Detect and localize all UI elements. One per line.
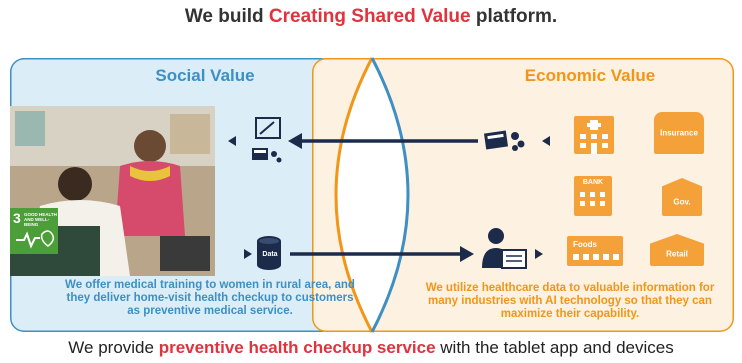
bank-building-icon: BANK	[574, 176, 612, 216]
social-value-description: We offer medical training to women in ru…	[65, 279, 355, 317]
pointer-left-top	[228, 136, 236, 146]
pointer-right-bottom	[244, 249, 252, 259]
tablet-training-icon	[252, 117, 282, 163]
economic-value-description: We utilize healthcare data to valuable i…	[425, 282, 715, 320]
bottom-statement: We provide preventive health checkup ser…	[68, 338, 674, 357]
money-payment-icon	[483, 130, 525, 151]
data-icon-label: Data	[262, 251, 278, 258]
health-checkup-photo: 3 GOOD HEALTH AND WELL-BEING	[10, 106, 215, 276]
data-database-icon	[257, 236, 281, 270]
government-building-icon: Gov.	[662, 178, 702, 216]
photo-illustration	[10, 106, 215, 276]
overlap-lens	[336, 58, 408, 332]
bottom-highlight: preventive health checkup service	[158, 338, 436, 357]
analyst-person-icon	[482, 228, 527, 269]
hospital-building-icon	[574, 116, 614, 154]
foods-building-icon: Foods	[567, 236, 623, 266]
economic-value-heading: Economic Value	[524, 66, 656, 85]
social-value-heading: Social Value	[155, 66, 255, 85]
pointer-right-econ	[535, 249, 543, 259]
page-title: We build Creating Shared Value platform.	[184, 6, 558, 27]
insurance-building-icon: Insurance	[654, 112, 704, 154]
sdg3-badge: 3 GOOD HEALTH AND WELL-BEING	[10, 208, 58, 254]
pointer-left-econ	[542, 136, 550, 146]
arrow-to-economic	[290, 246, 474, 262]
title-highlight: Creating Shared Value	[268, 6, 471, 27]
arrow-to-social	[288, 133, 478, 149]
